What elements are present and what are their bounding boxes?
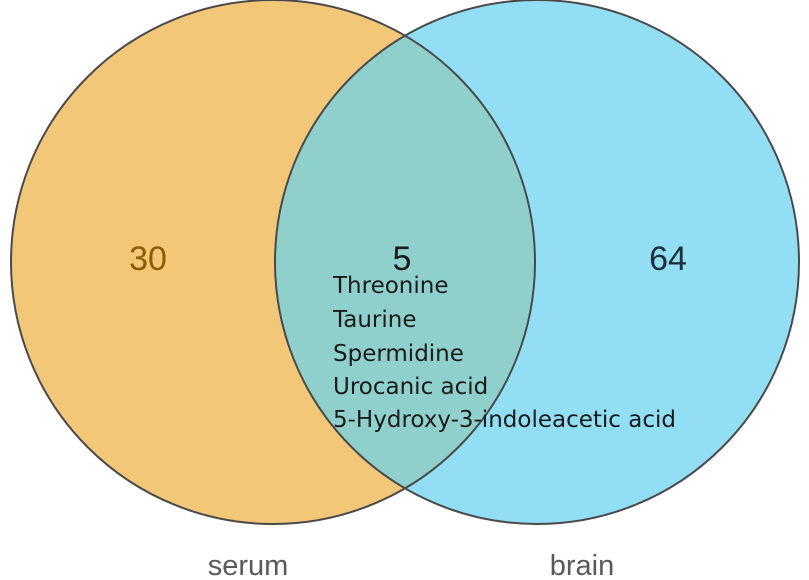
shared-item-1: Threonine [332,273,449,299]
shared-item-5: 5-Hydroxy-3-indoleacetic acid [333,407,676,433]
intersection-region [275,0,535,524]
serum-label: serum [208,550,289,580]
shared-item-4: Urocanic acid [333,374,488,400]
shared-item-2: Taurine [332,307,417,333]
brain-outline [274,0,800,525]
intersection-count: 5 [393,240,412,278]
brain-count: 64 [649,240,687,278]
brain-label: brain [550,550,615,580]
shared-item-3: Spermidine [333,341,464,367]
serum-count: 30 [129,240,167,278]
serum-outline [10,0,536,525]
